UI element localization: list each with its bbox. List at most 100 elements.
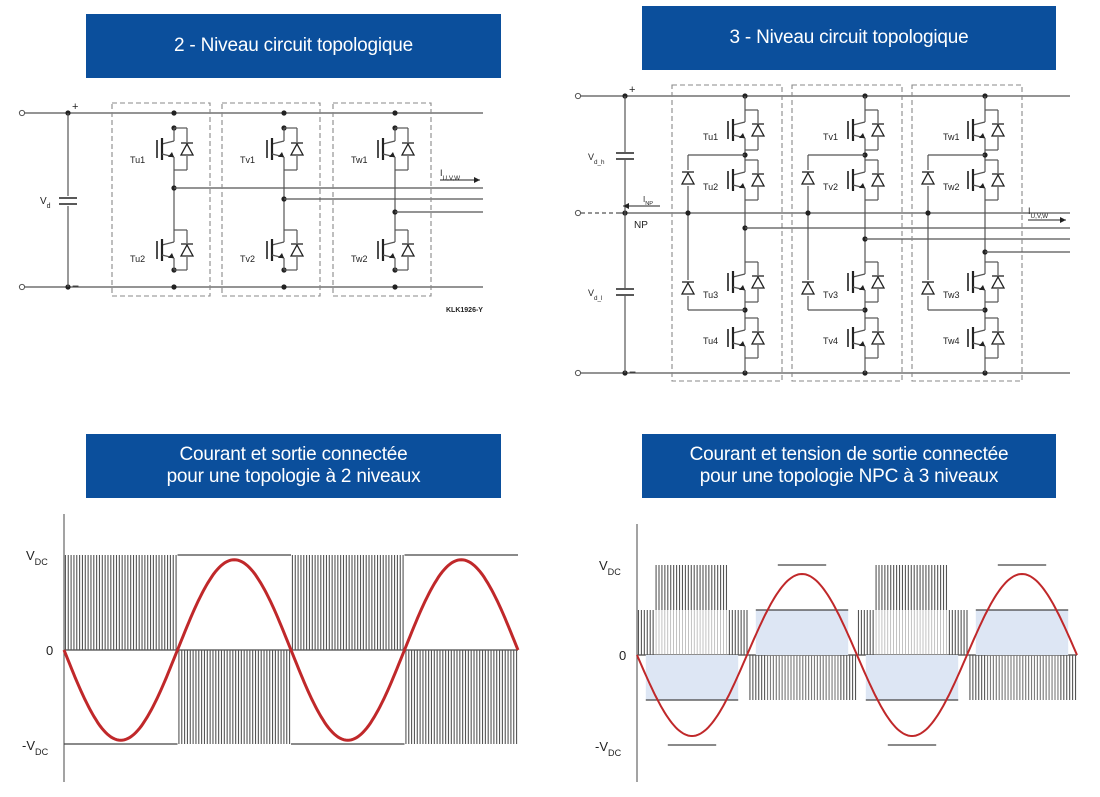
emitter-arrow xyxy=(979,341,985,346)
half-level-band xyxy=(645,655,739,700)
junction-dot xyxy=(392,284,398,290)
half-level-band xyxy=(975,610,1069,655)
igbt-s2-2 xyxy=(967,159,1006,201)
diode-icon xyxy=(990,331,1006,345)
pwm-voltage-pulses xyxy=(637,565,1077,700)
switch-label-top: Tu1 xyxy=(130,155,145,165)
emitter-arrow xyxy=(739,285,745,290)
upper-capacitor-icon xyxy=(616,152,634,160)
emitter-arrow xyxy=(739,133,745,138)
igbt-s4-0 xyxy=(727,317,766,359)
clamp-diode-lower-icon xyxy=(800,281,816,295)
igbt-s3-0 xyxy=(727,261,766,303)
emitter-arrow xyxy=(859,341,865,346)
diode-icon xyxy=(870,331,886,345)
figure-code: KLK1926-Y xyxy=(446,307,483,314)
neutral-current-label: INP xyxy=(643,195,653,207)
phase-leg-box xyxy=(791,84,903,382)
title-three-level-circuit-text: 3 - Niveau circuit topologique xyxy=(729,27,969,48)
switch-label-1: Tu1 xyxy=(703,132,718,142)
switch-label-top: Tv1 xyxy=(240,155,255,165)
wire xyxy=(732,273,746,278)
emitter-arrow xyxy=(278,253,284,258)
emitter-arrow xyxy=(739,183,745,188)
arrow-head xyxy=(1060,217,1066,223)
switch-label-3: Tu3 xyxy=(703,290,718,300)
emitter-arrow xyxy=(389,253,395,258)
diode-icon xyxy=(870,173,886,187)
emitter-arrow xyxy=(979,133,985,138)
minus-sign: − xyxy=(629,365,636,379)
emitter-arrow xyxy=(168,152,174,157)
plus-sign: + xyxy=(72,101,78,113)
current-sine-curve xyxy=(62,558,520,742)
wire xyxy=(732,121,746,126)
igbt-s1-1 xyxy=(847,109,886,151)
wire xyxy=(271,241,285,246)
diode-icon xyxy=(870,123,886,137)
wire xyxy=(732,171,746,176)
title-three-level-waveform-line2: pour une topologie NPC à 3 niveaux xyxy=(699,466,999,487)
switch-label-bottom: Tv2 xyxy=(240,254,255,264)
switch-label-4: Tu4 xyxy=(703,336,718,346)
terminal xyxy=(574,92,582,100)
diode-icon xyxy=(990,173,1006,187)
clamp-diode-lower-icon xyxy=(920,281,936,295)
clamp-diode-upper-icon xyxy=(800,171,816,185)
terminal xyxy=(574,209,582,217)
phase-leg-box xyxy=(911,84,1023,382)
terminal xyxy=(18,109,26,117)
junction-dot xyxy=(171,110,177,116)
emitter-arrow xyxy=(389,152,395,157)
wire xyxy=(972,171,986,176)
diode-icon xyxy=(990,275,1006,289)
diode-icon xyxy=(179,243,195,257)
junction-dot xyxy=(685,210,691,216)
wire xyxy=(271,140,285,145)
igbt-bottom-2 xyxy=(377,229,416,271)
igbt-bottom-0 xyxy=(156,229,195,271)
diode-icon xyxy=(400,243,416,257)
minus-sign: − xyxy=(72,279,79,293)
switch-label-1: Tw1 xyxy=(943,132,960,142)
wire xyxy=(972,273,986,278)
igbt-s2-1 xyxy=(847,159,886,201)
clamp-diode-upper-icon xyxy=(680,171,696,185)
junction-dot xyxy=(281,284,287,290)
output-current-label: IU,V,W xyxy=(440,168,460,182)
igbt-s4-1 xyxy=(847,317,886,359)
wire xyxy=(972,121,986,126)
vdc-label: VDC xyxy=(599,558,621,577)
switch-label-3: Tw3 xyxy=(943,290,960,300)
clamp-diode-lower-icon xyxy=(680,281,696,295)
diode-icon xyxy=(179,142,195,156)
title-three-level-circuit: 3 - Niveau circuit topologique xyxy=(642,6,1056,70)
switch-label-2: Tu2 xyxy=(703,182,718,192)
title-three-level-waveform-line1: Courant et tension de sortie connectée xyxy=(689,444,1009,465)
lower-voltage-label: Vd_l xyxy=(588,288,602,302)
vdc-label: VDC xyxy=(26,548,48,567)
emitter-arrow xyxy=(859,285,865,290)
diode-icon xyxy=(750,123,766,137)
diode-icon xyxy=(870,275,886,289)
terminal xyxy=(574,369,582,377)
junction-dot xyxy=(805,210,811,216)
diode-icon xyxy=(400,142,416,156)
terminal xyxy=(18,283,26,291)
neutral-point-label: NP xyxy=(634,220,648,231)
diode-icon xyxy=(990,123,1006,137)
wire xyxy=(161,241,175,246)
clamp-diode-upper-icon xyxy=(920,171,936,185)
wire xyxy=(161,140,175,145)
title-two-level-waveform-line2: pour une topologie à 2 niveaux xyxy=(166,466,421,487)
wire xyxy=(852,121,866,126)
pwm-voltage-pulses xyxy=(64,555,518,744)
title-two-level-waveform: Courant et sortie connectée pour une top… xyxy=(86,434,501,498)
junction-dot xyxy=(392,110,398,116)
igbt-s1-0 xyxy=(727,109,766,151)
phase-leg-box xyxy=(111,102,211,297)
wire xyxy=(852,273,866,278)
zero-label: 0 xyxy=(46,643,53,658)
